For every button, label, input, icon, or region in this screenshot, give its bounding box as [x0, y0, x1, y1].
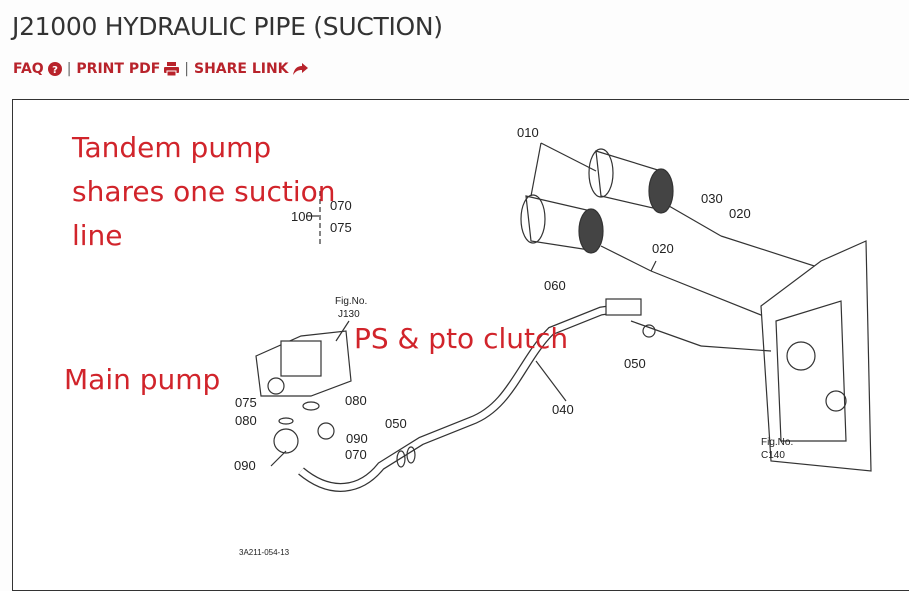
share-icon — [292, 62, 308, 75]
part-label-040: 040 — [552, 402, 574, 417]
part-label-075: 075 — [330, 220, 352, 235]
main-pump-drawing — [255, 191, 352, 467]
action-links: FAQ ? | PRINT PDF | SHARE LINK — [13, 61, 308, 77]
annotation-main-pump: Main pump — [64, 363, 220, 396]
part-label-030: 030 — [701, 191, 723, 206]
separator: | — [66, 61, 72, 77]
part-label-060: 060 — [544, 278, 566, 293]
fig-ref-label: Fig.No. — [761, 437, 793, 448]
faq-link[interactable]: FAQ ? — [13, 61, 62, 77]
part-label-075: 075 — [235, 395, 257, 410]
part-label-050: 050 — [624, 356, 646, 371]
part-label-090: 090 — [234, 458, 256, 473]
part-label-070: 070 — [330, 198, 352, 213]
part-label-080: 080 — [345, 393, 367, 408]
drawing-code: 3A211-054-13 — [239, 548, 290, 557]
fig-ref-label: Fig.No. — [335, 296, 367, 307]
annotation-shares-suction: shares one suction — [72, 175, 335, 208]
annotations: Tandem pump shares one suction line Main… — [64, 131, 568, 396]
part-labels: 010 030 020 020 060 050 100 070 075 075 … — [234, 125, 793, 557]
part-label-050: 050 — [385, 416, 407, 431]
part-label-070: 070 — [345, 447, 367, 462]
fig-ref-number: C140 — [761, 450, 785, 461]
svg-text:?: ? — [52, 65, 58, 76]
parts-diagram-frame: 010 030 020 020 060 050 100 070 075 075 … — [12, 99, 909, 591]
page-title: J21000 HYDRAULIC PIPE (SUCTION) — [12, 12, 443, 41]
annotation-tandem-pump: Tandem pump — [71, 131, 271, 164]
faq-label: FAQ — [13, 61, 44, 77]
share-link[interactable]: SHARE LINK — [194, 61, 308, 77]
parts-diagram: 010 030 020 020 060 050 100 070 075 075 … — [64, 125, 872, 557]
part-label-020: 020 — [652, 241, 674, 256]
suction-pipe-drawing — [298, 298, 656, 492]
annotation-ps-pto-clutch: PS & pto clutch — [354, 322, 568, 355]
print-pdf-label: PRINT PDF — [76, 61, 161, 77]
part-label-100: 100 — [291, 209, 313, 224]
print-pdf-link[interactable]: PRINT PDF — [76, 61, 180, 77]
question-circle-icon: ? — [47, 62, 62, 76]
part-label-090: 090 — [346, 431, 368, 446]
part-label-080: 080 — [235, 413, 257, 428]
share-link-label: SHARE LINK — [193, 61, 289, 77]
separator: | — [184, 61, 189, 77]
print-icon — [164, 62, 180, 76]
fig-ref-number: J130 — [338, 309, 360, 320]
part-label-020: 020 — [729, 206, 751, 221]
part-label-010: 010 — [517, 125, 539, 140]
annotation-line: line — [72, 219, 123, 252]
transmission-housing-drawing — [630, 240, 872, 472]
